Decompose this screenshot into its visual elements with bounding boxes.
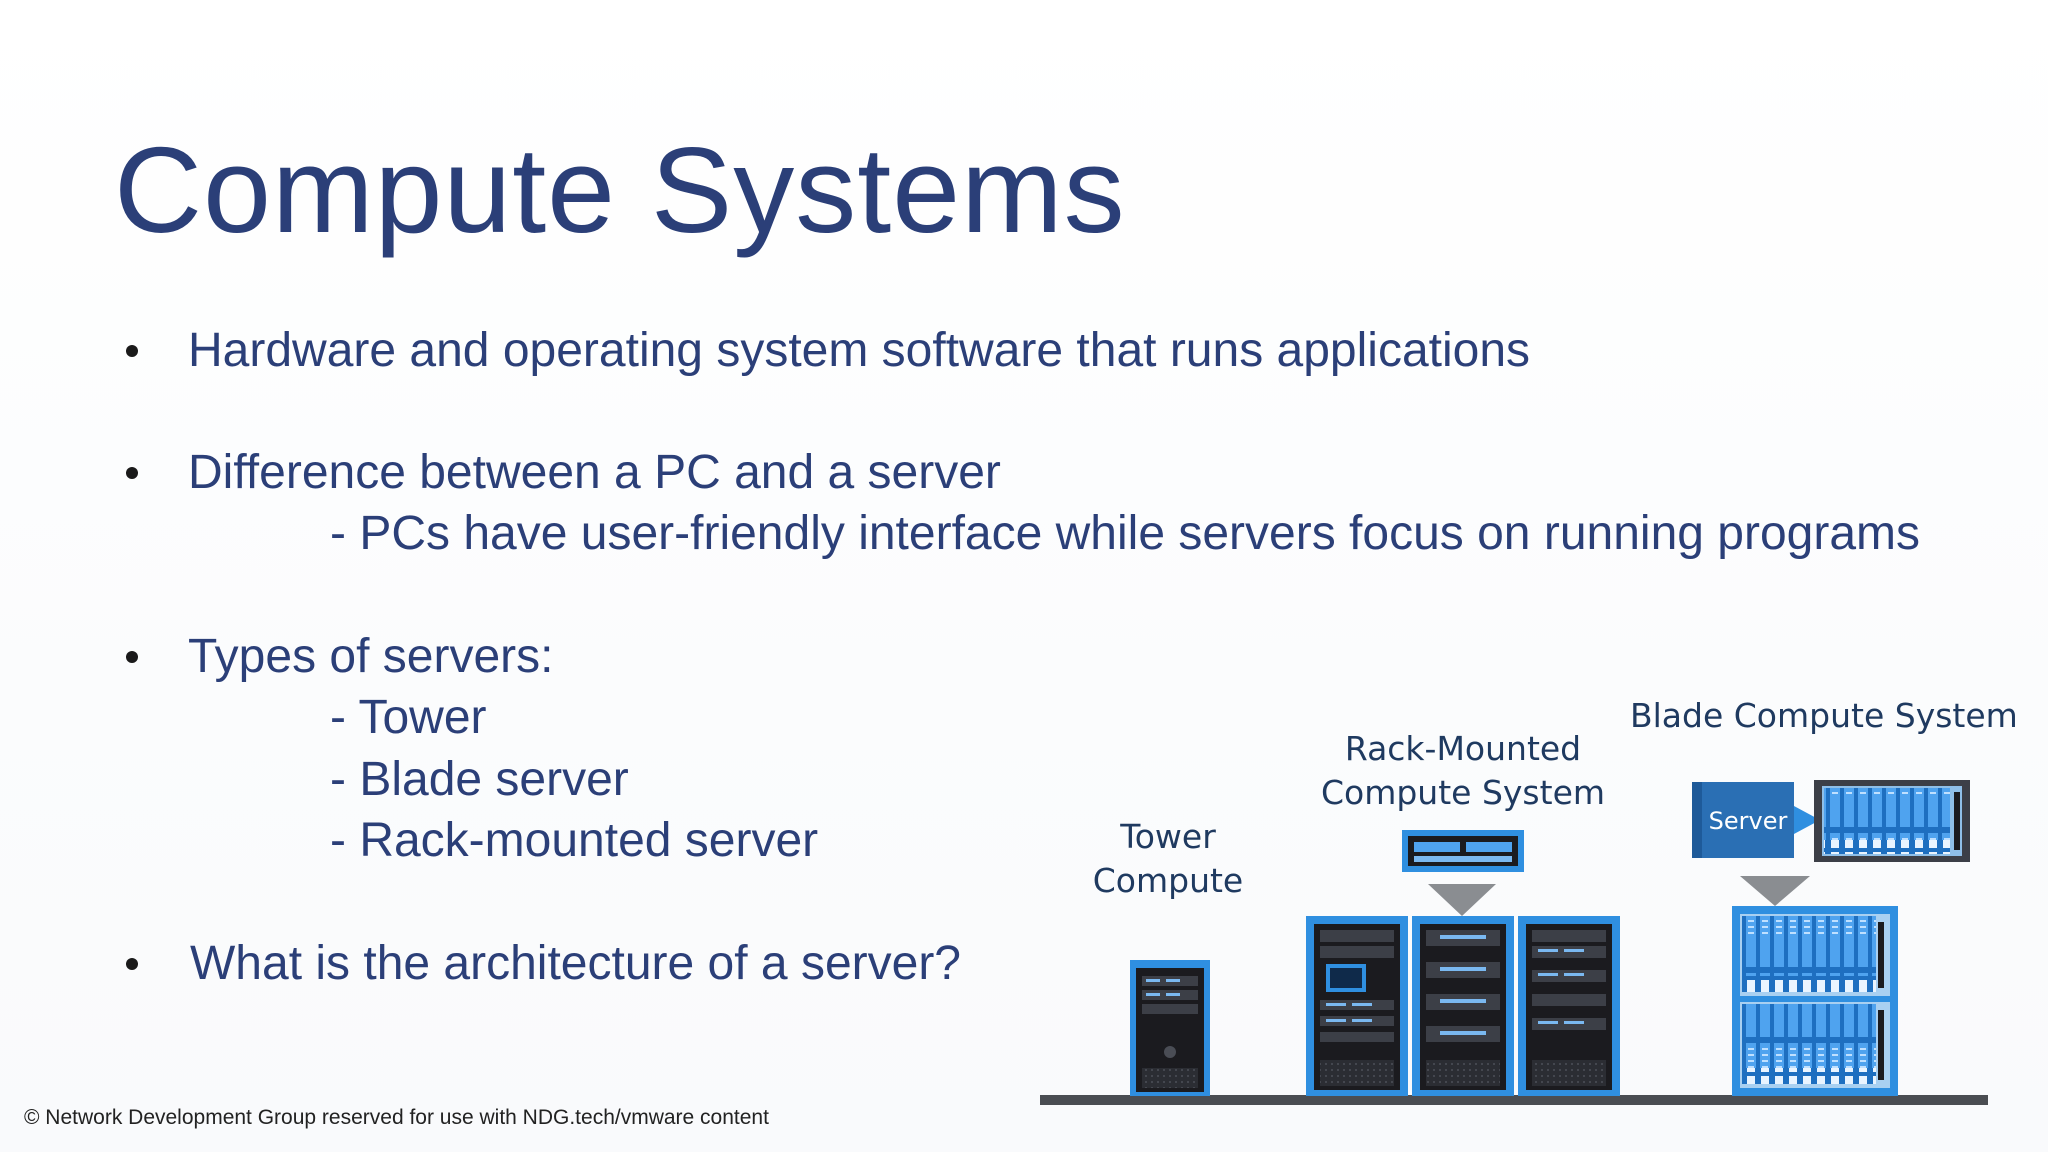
bullet-item-hardware: Hardware and operating system software t… bbox=[188, 324, 1531, 377]
server-tag-label: Server bbox=[1709, 807, 1788, 835]
server-types-illustration: Server bbox=[1040, 780, 1988, 1105]
subitem-pc-interface: - PCs have user-friendly interface while… bbox=[330, 507, 1921, 560]
bullet-marker bbox=[126, 651, 138, 663]
bullet-marker bbox=[126, 467, 138, 479]
rack-unit-graphic bbox=[1402, 830, 1524, 872]
subitem-blade-server: - Blade server bbox=[330, 753, 629, 806]
bullet-item-pc-vs-server: Difference between a PC and a server bbox=[188, 446, 1001, 499]
tower-label-line2: Compute bbox=[1092, 861, 1244, 900]
rack-label-line1: Rack-Mounted bbox=[1344, 729, 1582, 768]
rack-arrow bbox=[1428, 884, 1496, 916]
blade-arrow bbox=[1740, 876, 1810, 906]
tower-server-graphic bbox=[1130, 960, 1210, 1096]
copyright-footer: © Network Development Group reserved for… bbox=[24, 1106, 769, 1129]
blade-compute-label: Blade Compute System bbox=[1630, 696, 2018, 735]
tower-label-line1: Tower bbox=[1120, 817, 1216, 856]
floor-line bbox=[1040, 1095, 1988, 1105]
bullet-marker bbox=[126, 345, 138, 357]
rack-mounted-graphic bbox=[1306, 830, 1620, 1096]
subitem-tower: - Tower bbox=[330, 691, 487, 744]
rack-mounted-label: Rack-Mounted Compute System bbox=[1320, 727, 1606, 815]
bullet-item-architecture-question: What is the architecture of a server? bbox=[190, 937, 961, 990]
bullet-item-types-of-servers: Types of servers: bbox=[188, 630, 554, 683]
tower-compute-label: Tower Compute bbox=[1086, 815, 1250, 903]
subitem-rack-mounted-server: - Rack-mounted server bbox=[330, 814, 819, 867]
rack-label-line2: Compute System bbox=[1320, 773, 1606, 812]
blade-server-tag bbox=[1692, 782, 1820, 858]
blade-compute-graphic bbox=[1692, 780, 1970, 1096]
slide-title: Compute Systems bbox=[114, 122, 1126, 258]
bullet-marker bbox=[126, 958, 138, 970]
